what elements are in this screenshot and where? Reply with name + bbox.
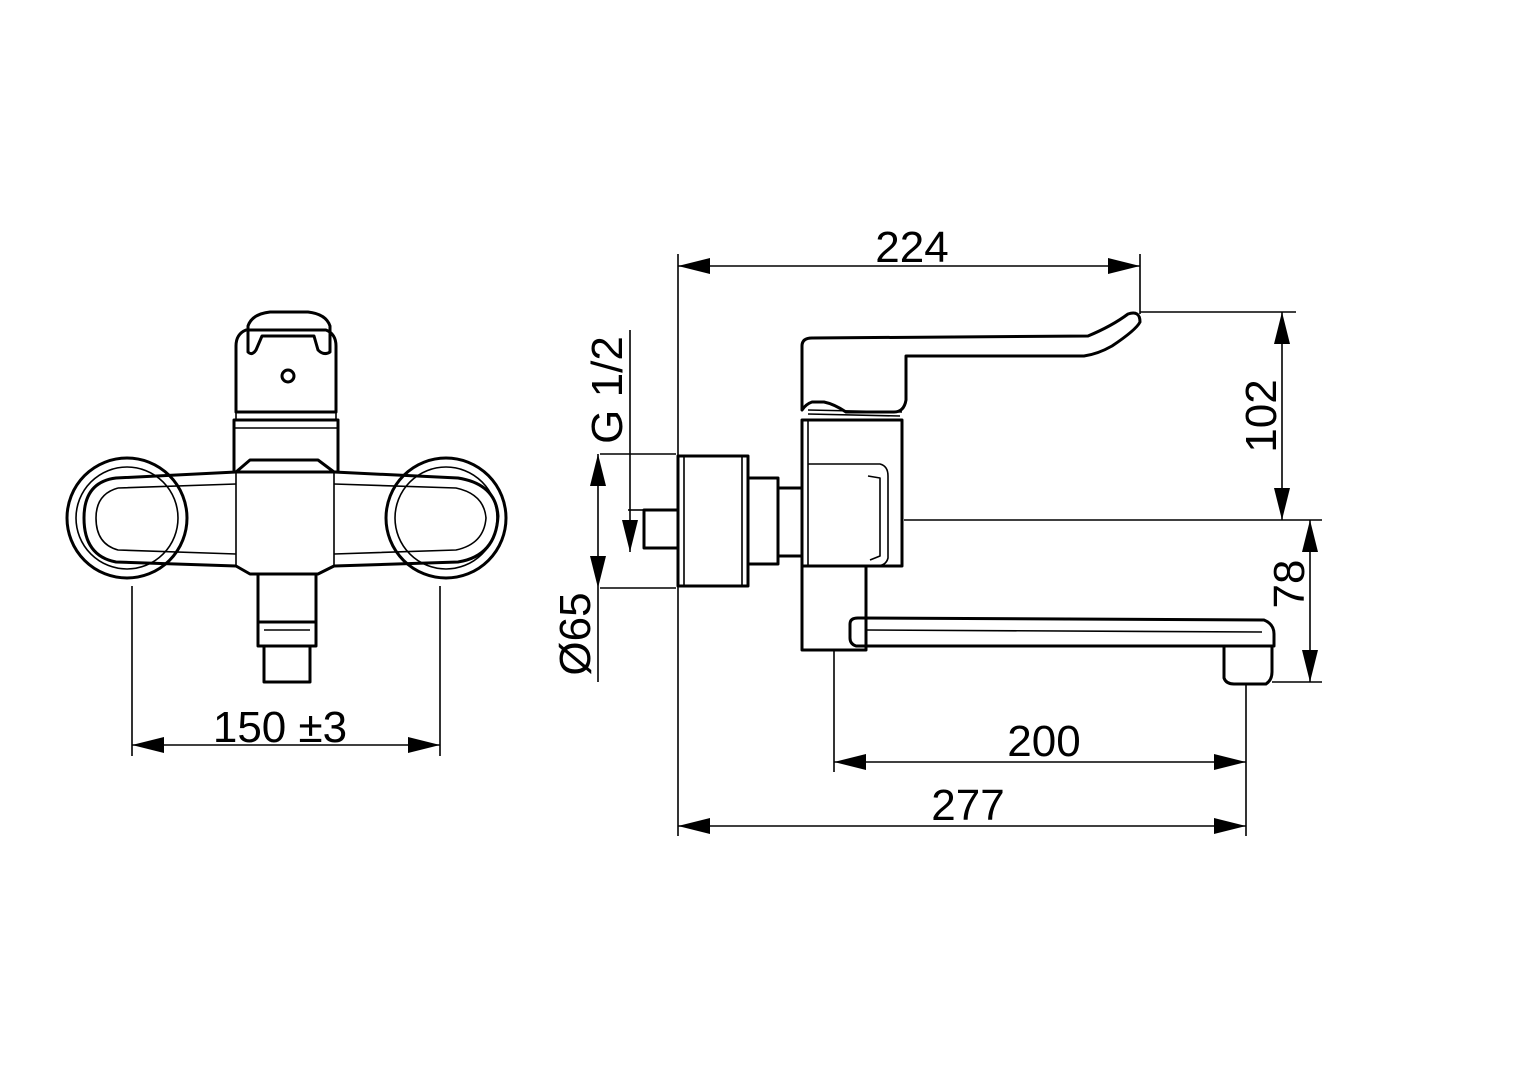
dimension-thread: G 1/2 (583, 330, 638, 552)
set-screw-hole (280, 368, 296, 384)
dimension-277: 277 (678, 781, 1246, 834)
escutcheon-side (676, 454, 750, 588)
side-view: 224 102 78 200 277 (551, 223, 1322, 836)
dimension-200: 200 (834, 717, 1246, 770)
mixer-body-side (800, 418, 904, 568)
reach-dimension-label: 224 (875, 223, 948, 272)
handle-height-label: 102 (1237, 379, 1286, 452)
left-escutcheon (65, 456, 189, 580)
spout-side (848, 616, 1276, 648)
spout-front (256, 572, 318, 684)
dimension-78: 78 (1265, 520, 1318, 682)
spout-length-label: 200 (1007, 717, 1080, 766)
dimension-150: 150 ±3 (132, 703, 440, 753)
nut (746, 476, 780, 566)
handle-base (234, 328, 338, 414)
front-view: 150 ±3 (65, 310, 508, 756)
spout-height-label: 78 (1265, 560, 1314, 609)
width-dimension-label: 150 ±3 (213, 703, 347, 752)
dimension-102: 102 (1237, 312, 1290, 520)
handle-lever-side (800, 311, 1142, 414)
mixer-body-bar (82, 458, 500, 576)
spout-outlet (1222, 644, 1274, 686)
dimension-diameter: Ø65 (551, 454, 606, 682)
thread-label: G 1/2 (583, 336, 632, 444)
overall-depth-label: 277 (931, 781, 1004, 830)
diameter-label: Ø65 (551, 592, 600, 675)
inlet-connector (642, 508, 680, 550)
handle-lever-front (246, 310, 332, 356)
dimension-224: 224 (678, 223, 1140, 274)
